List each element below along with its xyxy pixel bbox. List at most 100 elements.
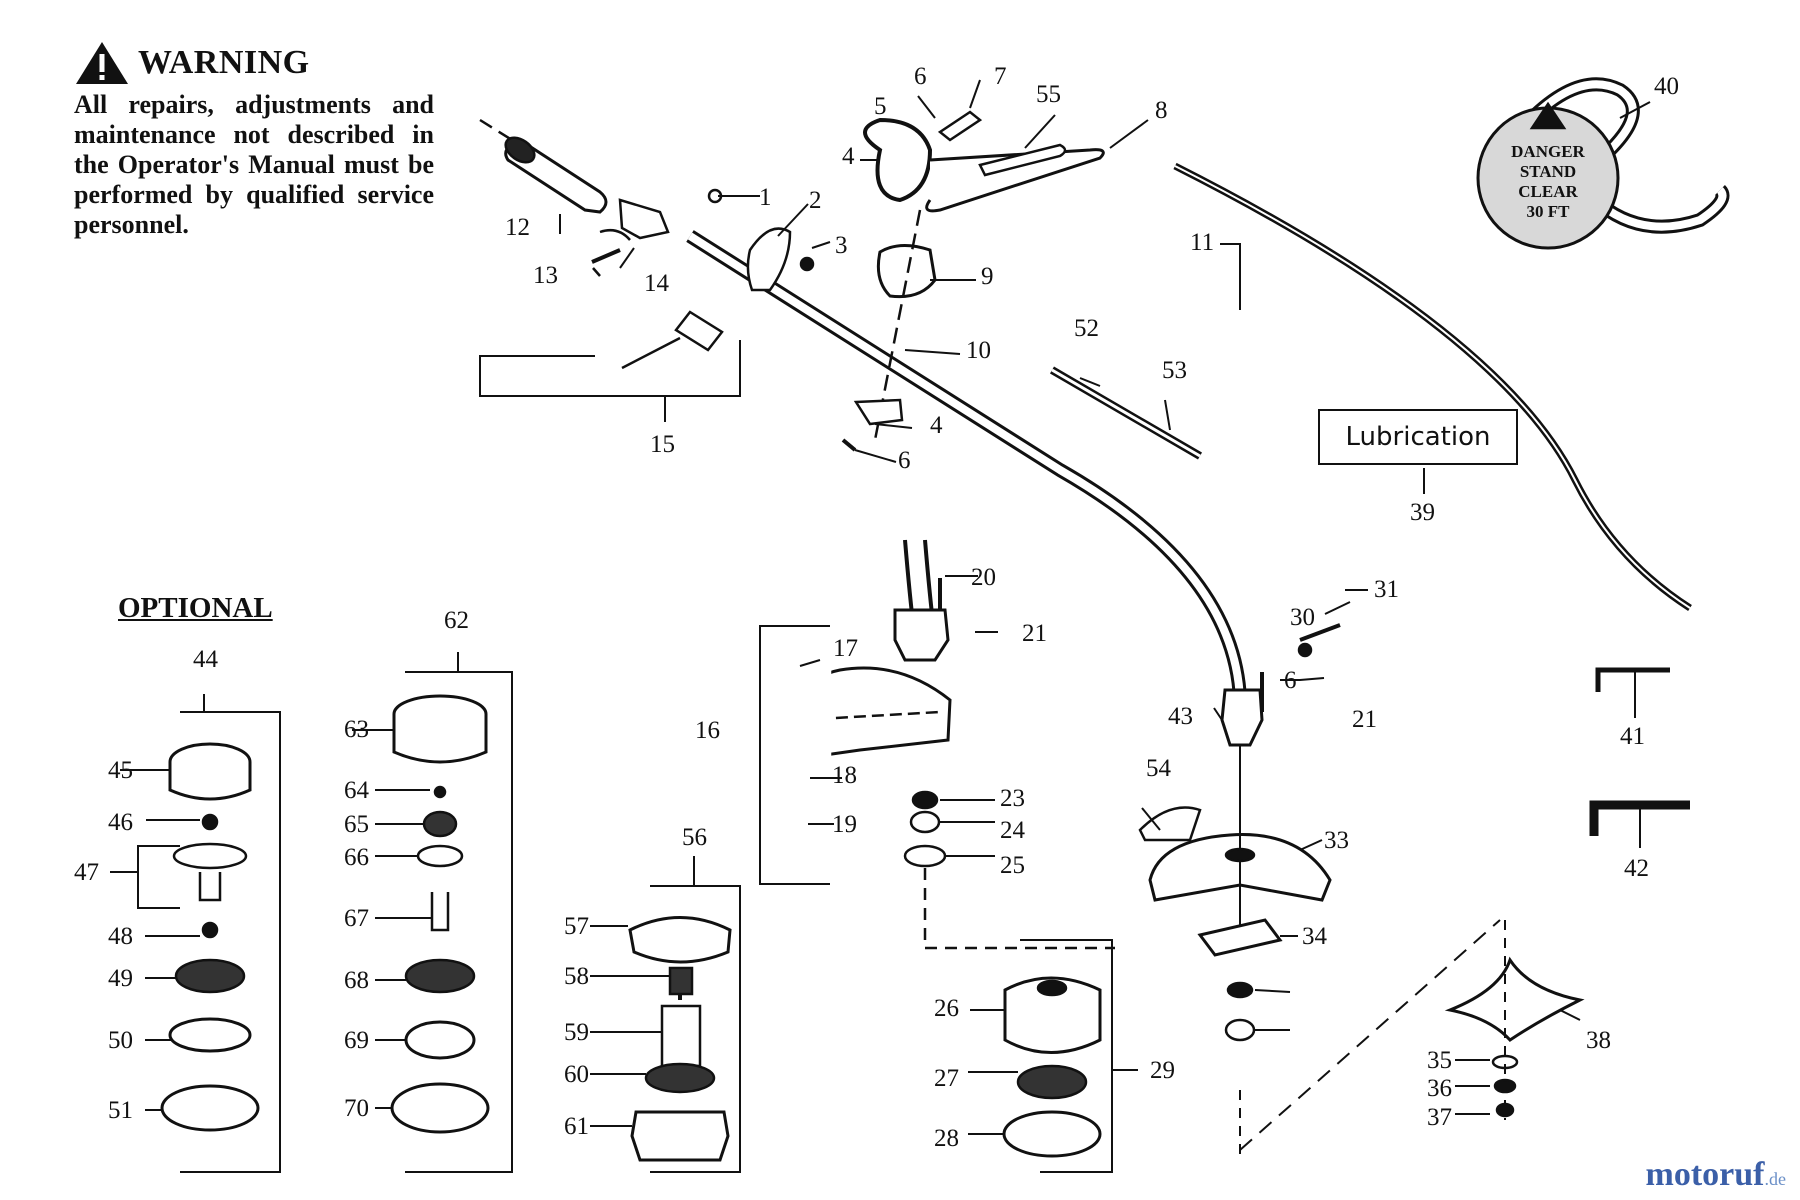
part-65: 65	[344, 811, 369, 838]
part-42: 42	[1624, 855, 1649, 882]
part-31: 31	[1374, 576, 1399, 603]
part-16: 16	[695, 717, 720, 744]
cap-51	[160, 1084, 260, 1132]
clamp-4-lower	[853, 398, 904, 426]
throttle-14	[599, 198, 670, 241]
part-47: 47	[74, 859, 99, 886]
part-55: 55	[1036, 81, 1061, 108]
watermark-main: motoruf	[1645, 1156, 1765, 1193]
part-4-lower: 4	[930, 412, 943, 439]
part-52: 52	[1074, 315, 1099, 342]
watermark-tld: .de	[1764, 1169, 1787, 1189]
part-66: 66	[344, 844, 369, 871]
part-25: 25	[1000, 852, 1025, 879]
wrench-42	[1589, 800, 1690, 836]
part-70: 70	[344, 1095, 369, 1122]
part-19: 19	[832, 811, 857, 838]
part-17: 17	[833, 635, 858, 662]
part-13: 13	[533, 262, 558, 289]
part-36: 36	[1427, 1075, 1452, 1102]
part-49: 49	[108, 965, 133, 992]
part-48: 48	[108, 923, 133, 950]
part-24: 24	[1000, 817, 1026, 844]
decal-line-2: STAND	[1520, 162, 1576, 181]
part-43: 43	[1168, 703, 1193, 730]
part-35: 35	[1427, 1047, 1452, 1074]
part-20: 20	[971, 564, 996, 591]
part-46: 46	[108, 809, 133, 836]
part-18: 18	[832, 762, 857, 789]
part-58: 58	[564, 963, 589, 990]
part-61: 61	[564, 1113, 589, 1140]
part-34: 34	[1302, 923, 1328, 950]
decal-line-1: DANGER	[1511, 142, 1585, 161]
part-67: 67	[344, 905, 369, 932]
cap-57	[628, 916, 732, 964]
spool-68	[404, 958, 476, 994]
handle-bar	[863, 117, 933, 203]
part-29: 29	[1150, 1057, 1175, 1084]
part-26: 26	[934, 995, 959, 1022]
part-45: 45	[108, 757, 133, 784]
part-10: 10	[966, 337, 991, 364]
optional-heading: OPTIONAL	[118, 592, 273, 624]
watermark: motoruf.de	[1646, 1156, 1786, 1194]
part-9: 9	[981, 263, 994, 290]
part-12: 12	[505, 214, 530, 241]
part-50: 50	[108, 1027, 133, 1054]
part-33: 33	[1324, 827, 1349, 854]
shield-extension-54	[1138, 806, 1202, 842]
lubrication-label: Lubrication	[1318, 409, 1518, 465]
part-4-upper: 4	[842, 143, 855, 170]
part-69: 69	[344, 1027, 369, 1054]
part-44: 44	[193, 646, 219, 673]
shaft-coupling-43	[1220, 688, 1264, 747]
housing-61	[630, 1110, 730, 1162]
part-63: 63	[344, 716, 369, 743]
spool-49	[174, 958, 246, 994]
spool-27	[1016, 1064, 1088, 1100]
warning-notice: WARNING All repairs, adjustments and mai…	[74, 40, 434, 240]
part-51: 51	[108, 1097, 133, 1124]
decal-line-3: CLEAR	[1518, 182, 1578, 201]
part-27: 27	[934, 1065, 959, 1092]
drive-cable-11	[1173, 162, 1692, 611]
part-1: 1	[759, 184, 772, 211]
part-41: 41	[1620, 723, 1645, 750]
handle-clamp-9	[876, 244, 937, 299]
part-3: 3	[835, 232, 848, 259]
main-shaft-inner	[687, 232, 1244, 701]
part-6-right: 6	[1284, 667, 1297, 694]
warning-text: All repairs, adjustments and maintenance…	[74, 90, 434, 239]
part-64: 64	[344, 777, 370, 804]
part-14: 14	[644, 270, 670, 297]
part-15: 15	[650, 431, 675, 458]
part-21-upper: 21	[1022, 620, 1047, 647]
spool-60	[644, 1062, 716, 1094]
blade-washer-38	[1444, 956, 1585, 1042]
cap-28	[1002, 1110, 1102, 1158]
part-62: 62	[444, 607, 469, 634]
knob-15	[621, 310, 724, 370]
part-30: 30	[1290, 604, 1315, 631]
part-28: 28	[934, 1125, 959, 1152]
part-60: 60	[564, 1061, 589, 1088]
part-6-top: 6	[914, 63, 927, 90]
part-59: 59	[564, 1019, 589, 1046]
part-2: 2	[809, 187, 822, 214]
part-6-lower: 6	[898, 447, 911, 474]
part-21-right: 21	[1352, 706, 1377, 733]
decal-line-4: 30 FT	[1527, 202, 1571, 221]
gear-head	[893, 608, 950, 662]
warning-title: WARNING	[138, 44, 310, 81]
part-38: 38	[1586, 1027, 1611, 1054]
part-37: 37	[1427, 1104, 1452, 1131]
part-11: 11	[1190, 229, 1214, 256]
clamp-2	[746, 227, 792, 292]
plate-34	[1197, 918, 1283, 957]
part-57: 57	[564, 913, 589, 940]
part-23: 23	[1000, 785, 1025, 812]
part-40: 40	[1654, 73, 1679, 100]
part-54: 54	[1146, 755, 1172, 782]
